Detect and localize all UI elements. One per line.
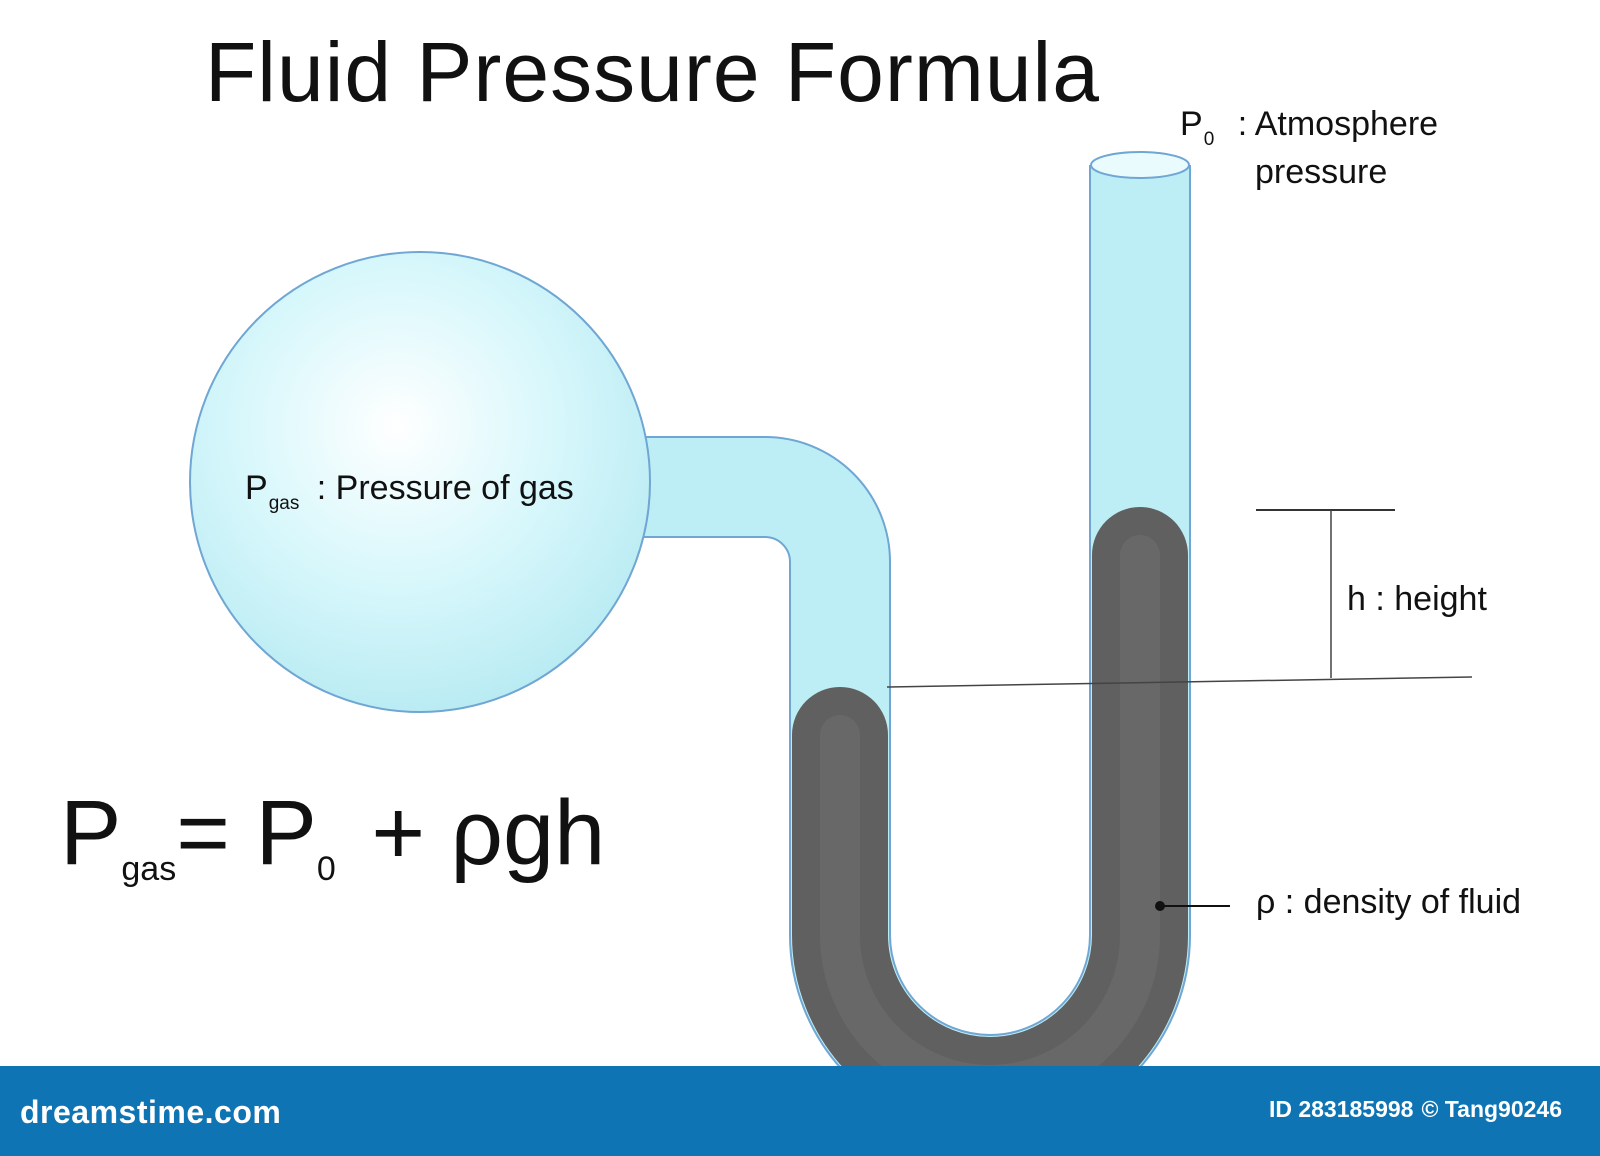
manometer-diagram <box>189 151 1473 1070</box>
gas-pressure-label: Pgas : Pressure of gas <box>245 468 574 514</box>
formula-pgas-symbol: P <box>60 782 122 884</box>
bottom-level-line <box>886 676 1473 688</box>
height-label: h : height <box>1347 580 1487 618</box>
density-label: ρ : density of fluid <box>1256 883 1522 921</box>
brand-logo: dreamstime.com <box>20 1094 282 1130</box>
p0-subscript: 0 <box>1203 129 1215 150</box>
atmosphere-text: : Atmosphere <box>1237 105 1439 143</box>
pgas-symbol: P <box>245 469 268 507</box>
image-credit: ID 283185998 © Tang90246 <box>1269 1096 1570 1123</box>
manometer-fluid-highlight <box>820 535 1160 1070</box>
pressure-formula: Pgas= P0 + ρgh <box>60 778 605 908</box>
formula-pgas-subscript: gas <box>121 850 177 888</box>
gas-bulb <box>189 251 651 713</box>
atmosphere-pressure-label-line2: pressure <box>1255 153 1388 191</box>
formula-rest: + ρgh <box>371 782 606 884</box>
footer-bar: dreamstime.com ID 283185998 © Tang90246 <box>0 1066 1600 1156</box>
page-title: Fluid Pressure Formula <box>205 25 1100 119</box>
atmosphere-pressure-label: P0 : Atmosphere <box>1180 104 1438 150</box>
formula-p0-symbol: P <box>255 782 317 884</box>
image-id: ID 283185998 <box>1268 1096 1414 1122</box>
p0-symbol: P <box>1180 105 1203 143</box>
formula-p0-subscript: 0 <box>316 850 336 888</box>
gas-pressure-text: : Pressure of gas <box>316 469 574 507</box>
tube-opening <box>1090 151 1190 179</box>
formula-equals: = <box>176 782 230 884</box>
copyright: © Tang90246 <box>1421 1096 1562 1122</box>
pgas-subscript: gas <box>268 493 300 514</box>
